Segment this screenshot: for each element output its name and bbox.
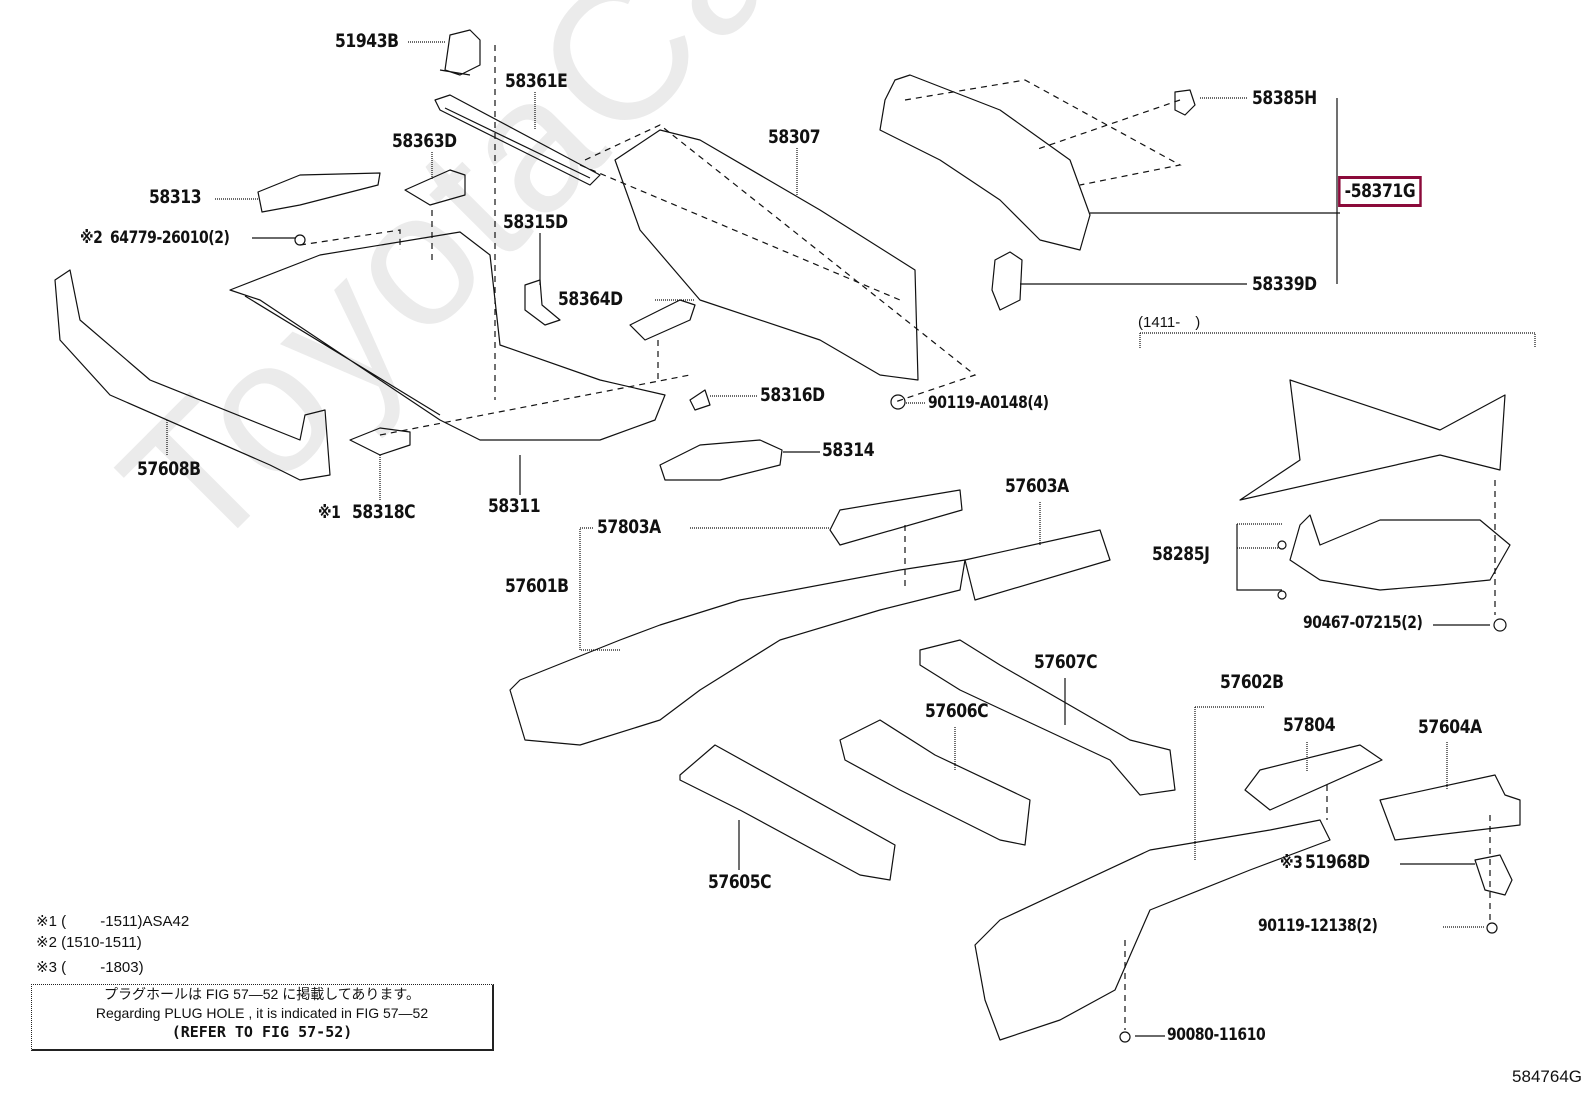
info-box-refer[interactable]: (REFER TO FIG 57-52) xyxy=(171,1023,353,1041)
part-57601B-drawing xyxy=(509,559,966,746)
part-label-51943B[interactable]: 51943B xyxy=(335,30,399,52)
figure-id: 584764G xyxy=(1512,1067,1582,1086)
part-57604A-drawing xyxy=(1379,774,1521,841)
part-51943B-drawing xyxy=(439,29,481,76)
part-label-58339D[interactable]: 58339D xyxy=(1252,273,1317,295)
part-58307-drawing xyxy=(614,129,919,381)
bolt-90080-11610-drawing xyxy=(1119,1031,1131,1043)
part-label-58316D[interactable]: 58316D xyxy=(760,384,825,406)
part-label-58311[interactable]: 58311 xyxy=(488,495,541,517)
note-ref-1: ※1 xyxy=(318,503,341,523)
inset-body-drawing xyxy=(1239,379,1506,501)
part-58361E-drawing xyxy=(434,94,601,186)
part-label-64779-26010[interactable]: 64779-26010(2) xyxy=(110,228,230,248)
footnote-2: ※2 (1510-1511) xyxy=(36,934,142,951)
part-label-90119-12138[interactable]: 90119-12138(2) xyxy=(1258,916,1378,936)
part-label-90080-11610[interactable]: 90080-11610 xyxy=(1167,1025,1266,1045)
part-label-57602B[interactable]: 57602B xyxy=(1220,671,1284,693)
part-57804-drawing xyxy=(1244,744,1383,811)
part-label-90467-07215[interactable]: 90467-07215(2) xyxy=(1303,613,1423,633)
part-51968D-drawing xyxy=(1474,854,1513,896)
part-57603A-drawing xyxy=(964,529,1111,601)
part-label-58313[interactable]: 58313 xyxy=(149,186,202,208)
footnote-3: ※3 ( -1803) xyxy=(36,959,144,976)
part-58314-drawing xyxy=(659,439,783,481)
bolt-90119-A0148-drawing xyxy=(890,394,906,410)
part-label-90119-A0148[interactable]: 90119-A0148(4) xyxy=(928,393,1049,413)
part-58385H-drawing xyxy=(1174,89,1196,116)
footnote-1: ※1 ( -1511)ASA42 xyxy=(36,913,190,930)
plug-hole-info-box: プラグホールは FIG 57—52 に掲載してあります。 Regarding P… xyxy=(31,984,494,1051)
part-58285J-drawing xyxy=(1289,514,1511,591)
bolt-90467-07215-drawing xyxy=(1493,618,1507,632)
part-label-57607C[interactable]: 57607C xyxy=(1034,651,1098,673)
part-label-58307[interactable]: 58307 xyxy=(768,126,821,148)
part-57803A-drawing xyxy=(829,489,963,546)
part-label-57604A[interactable]: 57604A xyxy=(1418,716,1482,738)
bolt-64779-26010-drawing xyxy=(294,234,306,246)
part-label-58285J[interactable]: 58285J xyxy=(1152,543,1210,565)
part-58363D-drawing xyxy=(404,169,466,206)
bolt-90119-12138-drawing xyxy=(1486,922,1498,934)
part-label-51968D[interactable]: 51968D xyxy=(1305,851,1370,873)
part-label-58363D[interactable]: 58363D xyxy=(392,130,457,152)
part-label-57803A[interactable]: 57803A xyxy=(597,516,661,538)
part-58364D-drawing xyxy=(629,299,696,341)
part-58316D-drawing xyxy=(689,389,711,411)
part-58315D-drawing xyxy=(524,279,561,326)
part-57608B-drawing xyxy=(54,269,331,481)
part-58371G-drawing xyxy=(879,74,1091,251)
part-label-58385H[interactable]: 58385H xyxy=(1252,87,1317,109)
part-label-58318C[interactable]: 58318C xyxy=(352,501,416,523)
part-58311-drawing xyxy=(229,231,666,441)
note-ref-2: ※2 xyxy=(80,228,103,248)
part-58339D-drawing xyxy=(991,251,1023,311)
info-box-english: Regarding PLUG HOLE , it is indicated in… xyxy=(95,1005,429,1021)
part-58313-drawing xyxy=(257,172,381,213)
note-ref-3: ※3 xyxy=(1280,853,1303,873)
part-57607C-drawing xyxy=(919,639,1176,796)
part-label-57804[interactable]: 57804 xyxy=(1283,714,1336,736)
part-label-57608B[interactable]: 57608B xyxy=(137,458,201,480)
part-label-57605C[interactable]: 57605C xyxy=(708,871,772,893)
part-label-58315D[interactable]: 58315D xyxy=(503,211,568,233)
part-label-57603A[interactable]: 57603A xyxy=(1005,475,1069,497)
part-label-58314[interactable]: 58314 xyxy=(822,439,875,461)
part-label-57601B[interactable]: 57601B xyxy=(505,575,569,597)
part-57606C-drawing xyxy=(839,719,1031,846)
part-label-57606C[interactable]: 57606C xyxy=(925,700,989,722)
part-58318C-drawing xyxy=(349,427,411,456)
part-label-58364D[interactable]: 58364D xyxy=(558,288,623,310)
part-label-58371G-highlighted[interactable]: -58371G xyxy=(1338,176,1422,207)
part-57602B-drawing xyxy=(974,819,1331,1041)
part-label-58361E[interactable]: 58361E xyxy=(505,70,568,92)
info-box-japanese: プラグホールは FIG 57—52 に掲載してあります。 xyxy=(104,986,420,1002)
inset-label: (1411- ) xyxy=(1138,314,1201,331)
part-57605C-drawing xyxy=(679,744,896,881)
